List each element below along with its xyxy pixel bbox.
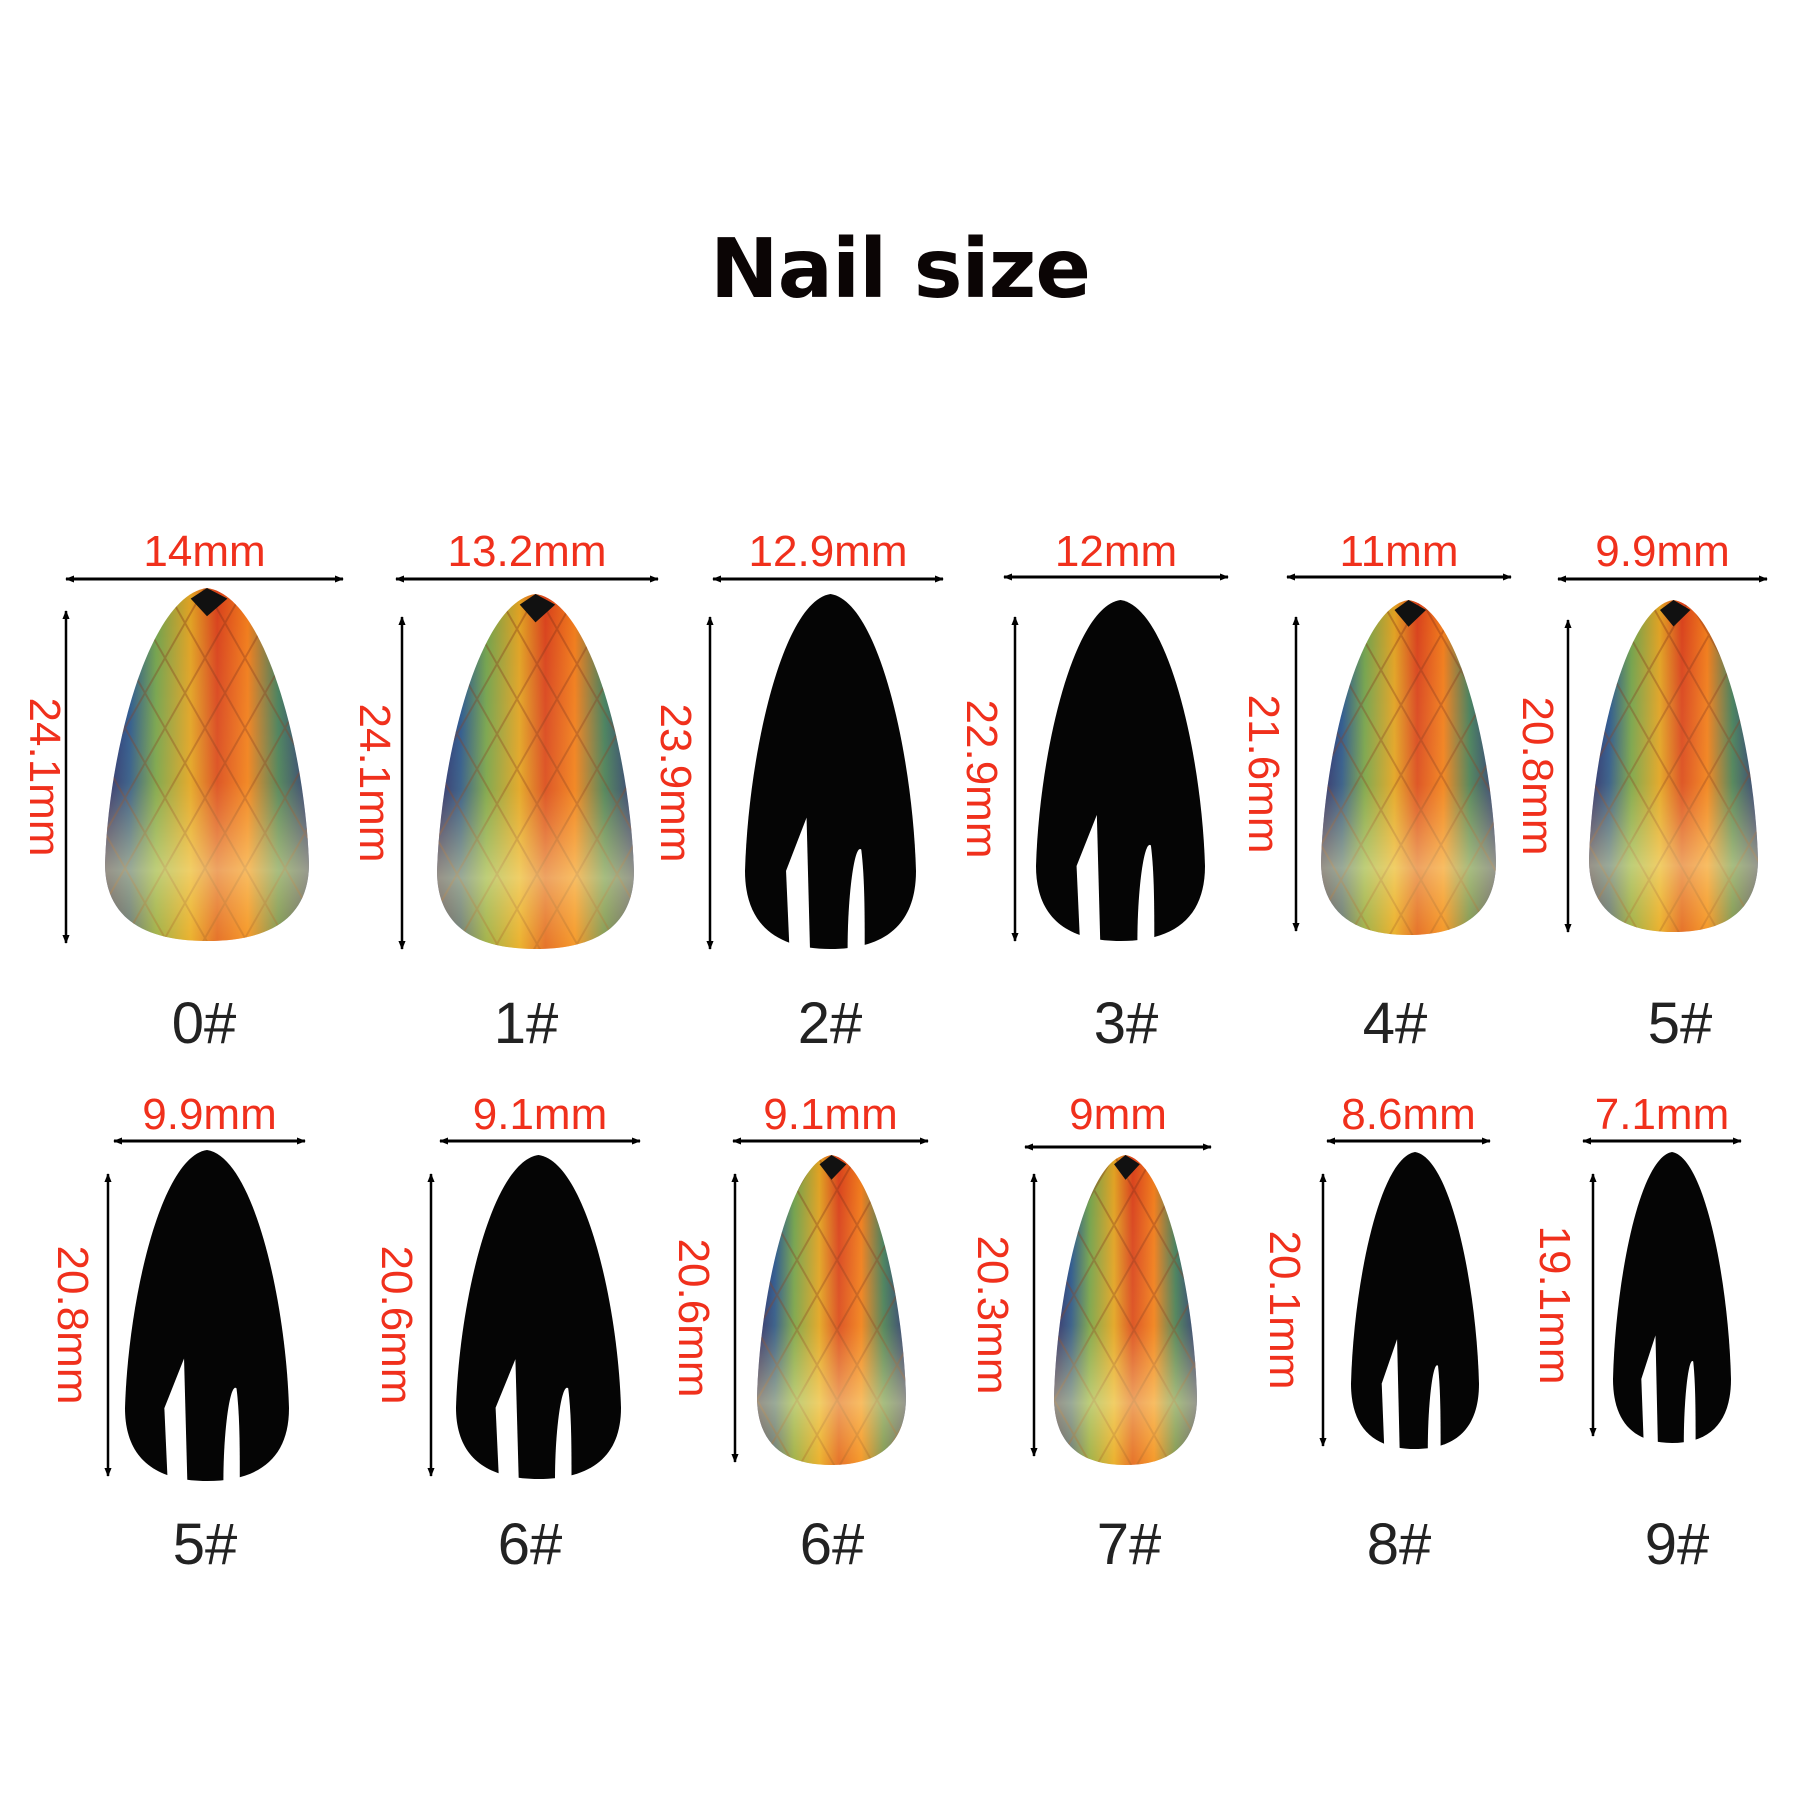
black-nail-icon xyxy=(1613,1152,1731,1443)
black-nail-icon xyxy=(1036,600,1205,941)
size-label: 6# xyxy=(497,1512,563,1577)
length-measurement: 19.1mm xyxy=(1530,1225,1579,1385)
width-measurement: 12.9mm xyxy=(748,527,908,576)
width-measurement: 9.9mm xyxy=(142,1090,277,1139)
black-nail-icon xyxy=(1351,1152,1479,1449)
page-title: Nail size xyxy=(710,222,1091,317)
width-measurement: 9.1mm xyxy=(763,1090,898,1139)
width-measurement: 13.2mm xyxy=(447,527,607,576)
black-nail-icon xyxy=(125,1150,289,1481)
size-label: 7# xyxy=(1096,1512,1162,1577)
size-label: 2# xyxy=(797,991,863,1056)
size-label: 4# xyxy=(1362,991,1428,1056)
size-label: 1# xyxy=(493,991,559,1056)
size-label: 8# xyxy=(1366,1512,1432,1577)
size-label: 5# xyxy=(172,1512,238,1577)
width-measurement: 11mm xyxy=(1339,527,1459,576)
size-label: 9# xyxy=(1644,1512,1710,1577)
holographic-nail-icon xyxy=(1321,600,1496,935)
holographic-nail-icon xyxy=(757,1155,906,1465)
width-measurement: 14mm xyxy=(143,527,266,576)
black-nail-icon xyxy=(745,594,916,949)
width-measurement: 9mm xyxy=(1069,1090,1167,1139)
holographic-nail-icon xyxy=(105,588,309,941)
size-label: 5# xyxy=(1647,991,1713,1056)
size-label: 3# xyxy=(1093,991,1159,1056)
size-label: 6# xyxy=(799,1512,865,1577)
holographic-nail-icon xyxy=(1589,600,1758,932)
holographic-nail-icon xyxy=(437,594,634,949)
width-measurement: 8.6mm xyxy=(1341,1090,1476,1139)
width-measurement: 12mm xyxy=(1054,527,1178,576)
width-measurement: 9.1mm xyxy=(472,1090,608,1139)
width-measurement: 9.9mm xyxy=(1595,527,1730,576)
holographic-nail-icon xyxy=(1054,1155,1197,1465)
black-nail-icon xyxy=(456,1155,621,1479)
size-label: 0# xyxy=(171,991,237,1056)
width-measurement: 7.1mm xyxy=(1594,1090,1730,1139)
